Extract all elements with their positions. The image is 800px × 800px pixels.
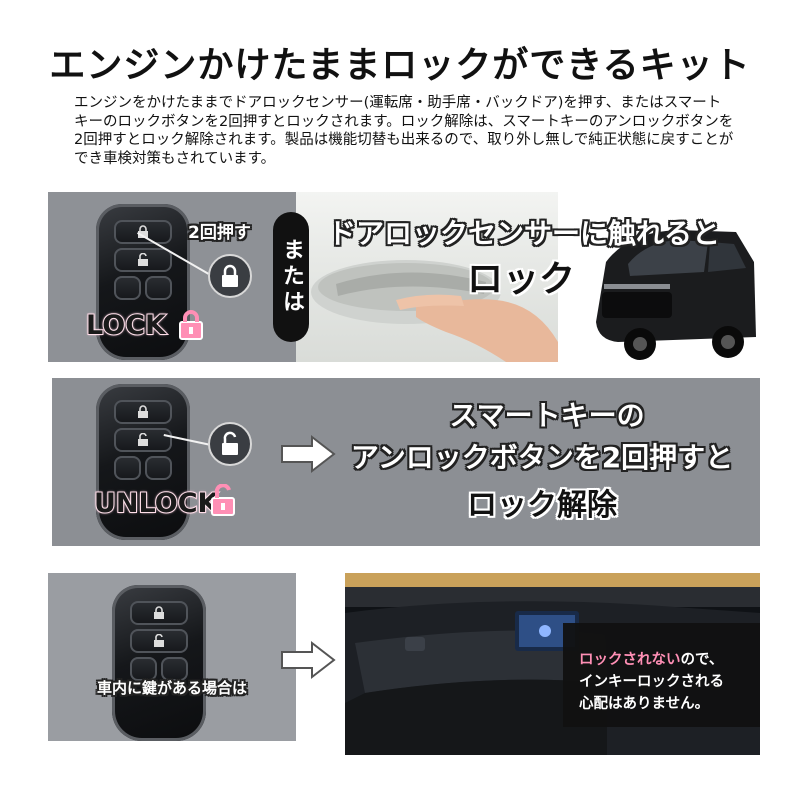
note-text: ロックされないので、 インキーロックされる 心配はありません。 [579,649,759,715]
description-text: エンジンをかけたままでドアロックセンサー(運転席・助手席・バックドア)を押す、ま… [74,95,734,167]
van-photo [558,192,760,362]
unlock-icon [138,253,148,266]
note-line3: 心配はありません。 [579,696,710,712]
key-slide-left-button [114,456,141,480]
unlock-text-line3: ロック解除 [467,488,617,523]
door-handle-photo [296,192,558,362]
key-lock-button [114,400,172,424]
lock-icon [138,405,148,418]
or-badge: または [273,212,309,342]
unlock-icon [222,431,238,455]
note-line1-rest: ので、 [680,652,724,668]
key-slide-right-button [145,456,172,480]
unlock-text-line2: アンロックボタンを2回押すと [350,441,734,474]
key-lock-button [114,220,172,244]
door-handle-illustration [311,260,558,362]
key-slide-left-button [130,657,157,681]
key-unlock-button [130,629,188,653]
van-illustration [596,230,756,360]
interior-photo-panel: ロックされないので、 インキーロックされる 心配はありません。 [345,573,760,755]
key-unlock-button [114,248,172,272]
unlock-label: UNLOCK [93,487,219,520]
key-slide-left-button [114,276,141,300]
lock-icon [154,606,164,619]
sensor-text: ドアロックセンサーに触れると [328,217,721,250]
lock-panel: 2回押す LOCK または ドアロックセンサーに触れると ロック [48,192,760,362]
note-highlight: ロックされない [579,652,681,668]
unlock-panel: UNLOCK スマートキーの アンロックボタンを2回押すと ロック解除 [52,378,760,546]
arrow-right-icon [281,640,336,680]
key-inside-caption: 車内に鍵がある場合は [96,679,247,697]
lock-callout [208,254,252,298]
note-box [563,623,760,727]
pink-unlock-icon [211,484,235,516]
smart-key [96,204,190,360]
lock-label: LOCK [85,309,167,342]
key-slide-right-button [161,657,188,681]
lock-icon [222,264,238,287]
key-inside-panel: 車内に鍵がある場合は [48,573,296,741]
unlock-callout [208,422,252,466]
smart-key [112,585,206,741]
lock-result-text: ロック [466,259,575,300]
note-line1: ロックされないので、 [579,649,759,671]
pink-lock-icon [179,310,203,340]
smart-key [96,384,190,540]
unlock-icon [138,433,148,446]
page-title: エンジンかけたままロックができるキット [49,45,751,86]
key-slide-right-button [145,276,172,300]
key-lock-button [130,601,188,625]
key-unlock-button [114,428,172,452]
press-twice-label: 2回押す [188,223,251,243]
unlock-icon [154,634,164,647]
note-line2: インキーロックされる [579,674,724,690]
unlock-text-line1: スマートキーの [449,399,645,432]
arrow-right-icon [281,434,336,474]
